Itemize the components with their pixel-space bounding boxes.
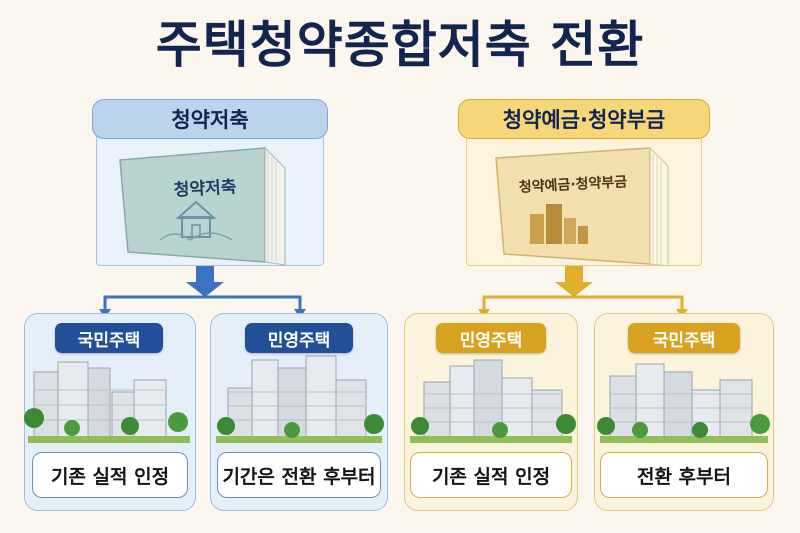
right-branch-badge-2: 국민주택	[628, 323, 740, 353]
right-branch-badge-1: 민영주택	[436, 323, 546, 353]
right-down-arrow-icon	[555, 266, 593, 297]
apartment-illustration-3	[410, 359, 576, 443]
right-branch-status-2: 전환 후부터	[600, 452, 768, 498]
left-branch-badge-2: 민영주택	[245, 323, 353, 353]
right-header: 청약예금·청약부금	[458, 99, 710, 139]
left-branch-status-1: 기존 실적 인정	[32, 452, 188, 498]
apartment-illustration-4	[597, 363, 770, 443]
building-icon	[530, 204, 588, 244]
left-branch-badge-1: 국민주택	[55, 323, 163, 353]
page-title: 주택청약종합저축 전환	[155, 16, 645, 74]
left-branch-status-2: 기간은 전환 후부터	[217, 452, 381, 498]
left-down-arrow-icon	[186, 266, 224, 297]
left-header: 청약저축	[92, 99, 328, 139]
house-icon	[159, 200, 233, 241]
right-branch-status-1: 기존 실적 인정	[410, 452, 572, 498]
apartment-illustration-2	[216, 355, 384, 443]
apartment-illustration-1	[24, 361, 190, 443]
